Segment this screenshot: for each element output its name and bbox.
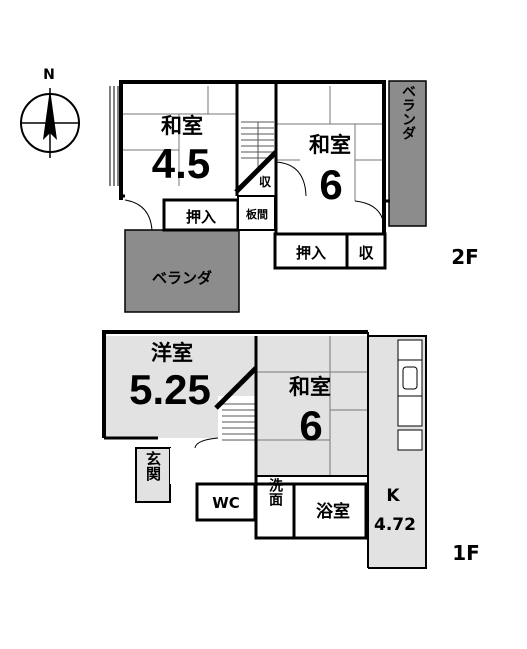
floor-1-label: 1F: [452, 541, 480, 565]
veranda-right-2f: [388, 80, 427, 227]
itama-2f: [237, 195, 276, 231]
yoshitsu-size: 5.25: [129, 366, 211, 413]
washitsu-45-name: 和室: [161, 114, 203, 138]
shu-right-2f: [345, 232, 387, 270]
floor-2-label: 2F: [451, 245, 479, 269]
washitsu-6-1f: [256, 336, 368, 476]
oshiire-right-label: 押入: [296, 244, 326, 262]
veranda-bottom-label: ベランダ: [152, 269, 212, 287]
washitsu-6-1f-name: 和室: [289, 375, 331, 399]
oshiire-left-2f: [162, 198, 240, 232]
washitsu-6-size: 6: [319, 161, 342, 208]
wc-label: WC: [212, 494, 240, 512]
stairs-2f: [234, 86, 278, 196]
genkan-1f: [135, 447, 171, 503]
yokushitsu-label: 浴室: [316, 501, 350, 522]
sink-icon: [397, 359, 423, 397]
washitsu-45-size: 4.5: [152, 140, 210, 187]
shu-stair-label: 収: [259, 175, 272, 189]
washitsu-45-2f: [121, 86, 237, 186]
yoshitsu-name: 洋室: [151, 341, 193, 365]
stairs-1f: [214, 366, 258, 448]
shu-right-label: 収: [358, 244, 374, 262]
washitsu-6-name: 和室: [309, 133, 351, 157]
genkan-label: 玄関: [144, 450, 162, 482]
washitsu-6-1f-size: 6: [299, 402, 322, 449]
yokushitsu-1f: [292, 482, 368, 540]
washitsu-6-2f: [276, 86, 384, 201]
kitchen-name: K: [386, 486, 400, 506]
oshiire-left-label: 押入: [186, 208, 216, 226]
oshiire-right-2f: [273, 232, 349, 270]
floor-1: 洋室 5.25 和室 6 玄関 WC 洗面 浴室 K 4.72 1F: [102, 330, 480, 569]
compass-label: N: [43, 67, 55, 83]
compass: N: [20, 67, 80, 158]
kitchen-1f: [368, 336, 426, 568]
senmen-1f: [254, 482, 296, 540]
kitchen-size: 4.72: [374, 515, 416, 535]
floor-2: 和室 4.5 和室 6 押入 板間 収 押入 収 ベランダ ベランダ 2F: [109, 80, 479, 313]
itama-label: 板間: [246, 207, 268, 221]
senmen-label: 洗面: [267, 477, 283, 507]
veranda-bottom-2f: [124, 229, 240, 313]
veranda-right-label: ベランダ: [400, 84, 416, 140]
